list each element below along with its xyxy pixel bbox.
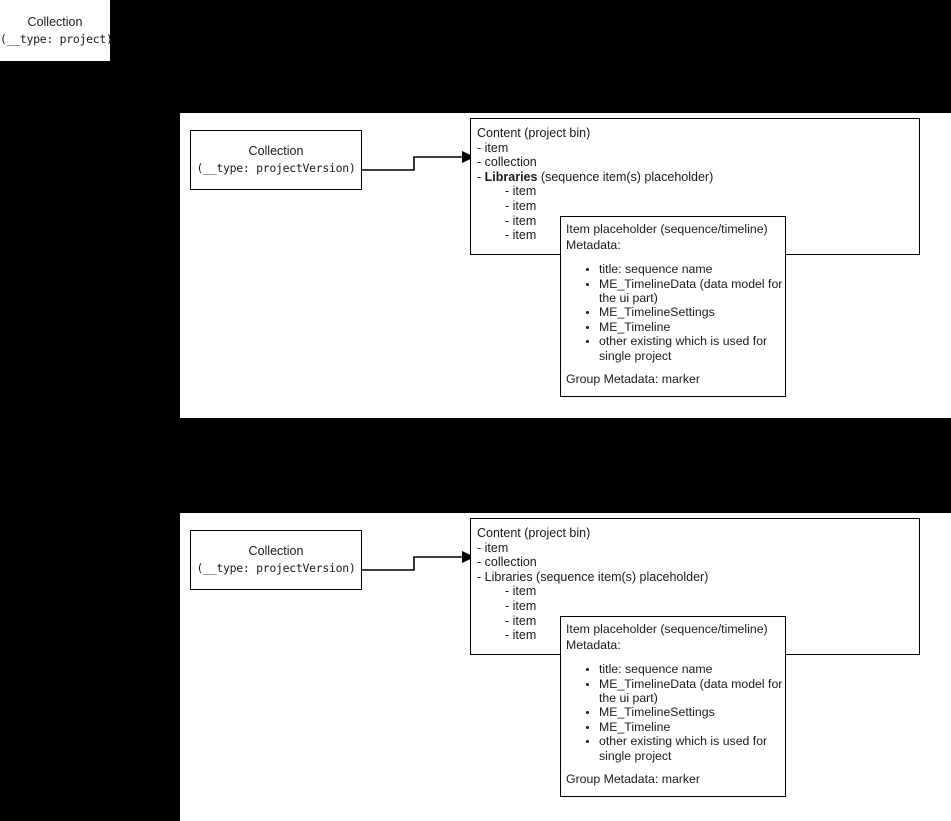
content-child-item-top: - item bbox=[505, 198, 537, 213]
metadata-list-item: title: sequence name bbox=[599, 662, 785, 676]
item-placeholder-metadata-list-top: title: sequence name ME_TimelineData (da… bbox=[566, 262, 785, 363]
metadata-list-item: other existing which is used for single … bbox=[599, 734, 785, 763]
content-row-item-top: - item bbox=[477, 140, 509, 155]
metadata-list-item: title: sequence name bbox=[599, 262, 785, 276]
metadata-list-item: ME_Timeline bbox=[599, 720, 785, 734]
item-placeholder-subheader-top: Metadata: bbox=[566, 237, 621, 252]
connector-arrow-bottom bbox=[362, 551, 475, 571]
content-project-bin-top[interactable]: Content (project bin) - item - collectio… bbox=[470, 118, 920, 255]
content-row-libraries-bottom: - Libraries (sequence item(s) placeholde… bbox=[477, 570, 919, 585]
content-child-item-bottom: - item bbox=[505, 613, 537, 628]
item-placeholder-footer-top: Group Metadata: marker bbox=[566, 372, 700, 387]
diagram-panel-bottom: Collection (__type: projectVersion) Cont… bbox=[180, 513, 951, 821]
content-child-item-bottom: - item bbox=[505, 628, 537, 643]
connector-arrow-top bbox=[362, 151, 475, 171]
collection-project-title: Collection bbox=[27, 14, 83, 29]
item-placeholder-header-bottom: Item placeholder (sequence/timeline) bbox=[566, 622, 768, 636]
content-child-item-bottom: - item bbox=[505, 584, 537, 599]
metadata-list-item: ME_TimelineSettings bbox=[599, 305, 785, 319]
collection-projectversion-title-bottom: Collection bbox=[248, 544, 304, 558]
libraries-label-top: Libraries bbox=[484, 169, 538, 184]
content-row-libraries-top: - Libraries (sequence item(s) placeholde… bbox=[477, 170, 919, 185]
content-row-collection-top: - collection bbox=[477, 155, 537, 170]
item-placeholder-box-bottom[interactable]: Item placeholder (sequence/timeline) Met… bbox=[560, 616, 786, 797]
collection-projectversion-labels-bottom: Collection (__type: projectVersion) bbox=[191, 543, 361, 577]
libraries-label-bottom: Libraries bbox=[484, 569, 533, 584]
collection-projectversion-node-bottom[interactable]: Collection (__type: projectVersion) bbox=[190, 530, 362, 590]
diagram-panel-top: Collection (__type: projectVersion) Cont… bbox=[180, 113, 951, 418]
collection-project-type: (__type: project) bbox=[0, 31, 113, 46]
collection-project-labels: Collection (__type: project) bbox=[0, 14, 113, 48]
libraries-prefix-top: - bbox=[477, 169, 485, 184]
metadata-list-item: ME_Timeline bbox=[599, 320, 785, 334]
metadata-list-item: other existing which is used for single … bbox=[599, 334, 785, 363]
collection-projectversion-node-top[interactable]: Collection (__type: projectVersion) bbox=[190, 130, 362, 190]
libraries-prefix-bottom: - bbox=[477, 569, 485, 584]
metadata-list-item: ME_TimelineData (data model for the ui p… bbox=[599, 677, 785, 706]
content-header-top: Content (project bin) bbox=[477, 126, 591, 140]
item-placeholder-box-top[interactable]: Item placeholder (sequence/timeline) Met… bbox=[560, 216, 786, 397]
collection-projectversion-type-top: (__type: projectVersion) bbox=[196, 161, 356, 175]
metadata-list-item: ME_TimelineSettings bbox=[599, 705, 785, 719]
content-row-item-bottom: - item bbox=[477, 540, 509, 555]
item-placeholder-subheader-bottom: Metadata: bbox=[566, 637, 621, 652]
content-child-item-top: - item bbox=[505, 213, 537, 228]
content-header-bottom: Content (project bin) bbox=[477, 526, 591, 540]
content-child-item-bottom: - item bbox=[505, 598, 537, 613]
collection-projectversion-labels-top: Collection (__type: projectVersion) bbox=[191, 143, 361, 177]
libraries-suffix-bottom: (sequence item(s) placeholder) bbox=[532, 569, 709, 584]
content-child-item-top: - item bbox=[505, 228, 537, 243]
metadata-list-item: ME_TimelineData (data model for the ui p… bbox=[599, 277, 785, 306]
item-placeholder-header-top: Item placeholder (sequence/timeline) bbox=[566, 222, 768, 236]
content-child-item-top: - item bbox=[505, 184, 537, 199]
libraries-suffix-top: (sequence item(s) placeholder) bbox=[537, 169, 714, 184]
content-row-collection-bottom: - collection bbox=[477, 555, 537, 570]
collection-project-node[interactable]: Collection (__type: project) bbox=[0, 0, 113, 61]
item-placeholder-footer-bottom: Group Metadata: marker bbox=[566, 772, 700, 787]
collection-projectversion-type-bottom: (__type: projectVersion) bbox=[196, 561, 356, 575]
collection-projectversion-title-top: Collection bbox=[248, 144, 304, 158]
item-placeholder-metadata-list-bottom: title: sequence name ME_TimelineData (da… bbox=[566, 662, 785, 763]
